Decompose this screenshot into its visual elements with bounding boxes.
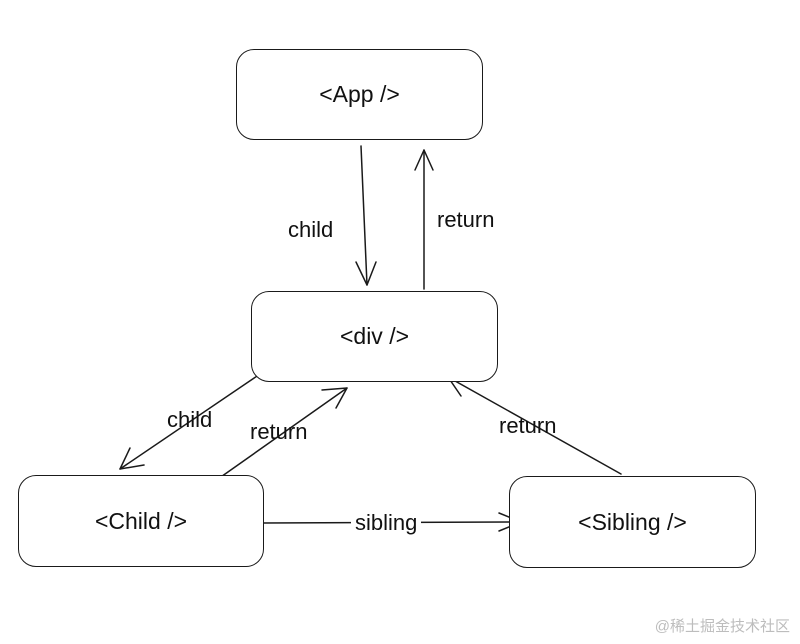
- edge-app-to-div: [360, 145, 368, 286]
- edge-sibling-to-div: [447, 376, 622, 475]
- arrowhead-div-to-child: [119, 447, 145, 470]
- edge-child-to-div: [217, 387, 348, 480]
- label-app-to-div: child: [288, 217, 334, 242]
- label-div-to-child: child: [167, 407, 213, 432]
- edge-div-to-child: [119, 371, 264, 470]
- arrowhead-app-to-div: [355, 261, 377, 286]
- label-child-to-div: return: [250, 419, 308, 444]
- watermark: @稀土掘金技术社区: [654, 618, 790, 635]
- arrowhead-child-to-div: [321, 387, 348, 409]
- arrowhead-div-to-app: [414, 149, 434, 171]
- node-div: <div />: [251, 291, 498, 382]
- label-child-to-sibling: sibling: [351, 512, 422, 534]
- node-sibling: <Sibling />: [509, 476, 756, 568]
- node-app: <App />: [236, 49, 483, 140]
- node-child: <Child />: [18, 475, 264, 567]
- label-sibling-to-div: return: [499, 413, 557, 438]
- label-div-to-app: return: [437, 207, 495, 232]
